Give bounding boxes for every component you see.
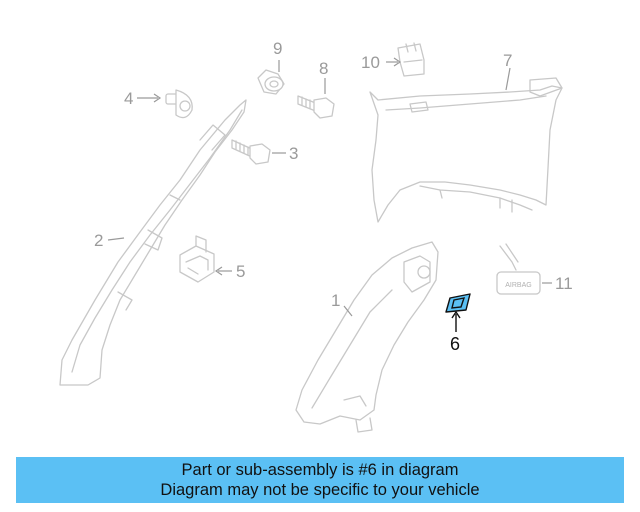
airbag-tag-label: AIRBAG: [505, 282, 531, 289]
part-1-lower-trim: [295, 241, 439, 433]
callout-6-highlighted: 6: [450, 334, 460, 354]
banner-line-disclaimer: Diagram may not be specific to your vehi…: [160, 481, 480, 499]
banner-line-part: Part or sub-assembly is #6 in diagram: [181, 461, 459, 479]
part-4-push-clip: [165, 89, 193, 119]
callout-labels: 4 9 8 3 2 5 10 7 11 1 6: [94, 39, 573, 354]
part-6-highlighted-cap: [445, 293, 471, 313]
callout-8: 8: [319, 59, 328, 78]
callout-9: 9: [273, 39, 282, 58]
callout-3: 3: [289, 144, 298, 163]
part-5-clip: [179, 235, 215, 283]
part-9-nut: [257, 69, 285, 95]
part-10-clip-bracket: [397, 42, 425, 77]
parts-diagram: AIRBAG 4 9 8 3 2 5: [59, 39, 573, 433]
callout-7: 7: [503, 51, 512, 70]
callout-2: 2: [94, 231, 103, 250]
part-3-screw: [231, 139, 271, 165]
part-2-pillar-trim: [59, 99, 247, 386]
part-8-bolt: [297, 95, 335, 119]
part-7-quarter-panel: [369, 77, 563, 223]
callout-1: 1: [331, 291, 340, 310]
info-banner: Part or sub-assembly is #6 in diagram Di…: [16, 457, 624, 503]
part-11-airbag-tag: AIRBAG: [496, 243, 541, 295]
callout-5: 5: [236, 262, 245, 281]
callout-10: 10: [361, 53, 380, 72]
callout-4: 4: [124, 89, 133, 108]
callout-lines: [107, 57, 552, 332]
callout-11: 11: [555, 274, 573, 293]
